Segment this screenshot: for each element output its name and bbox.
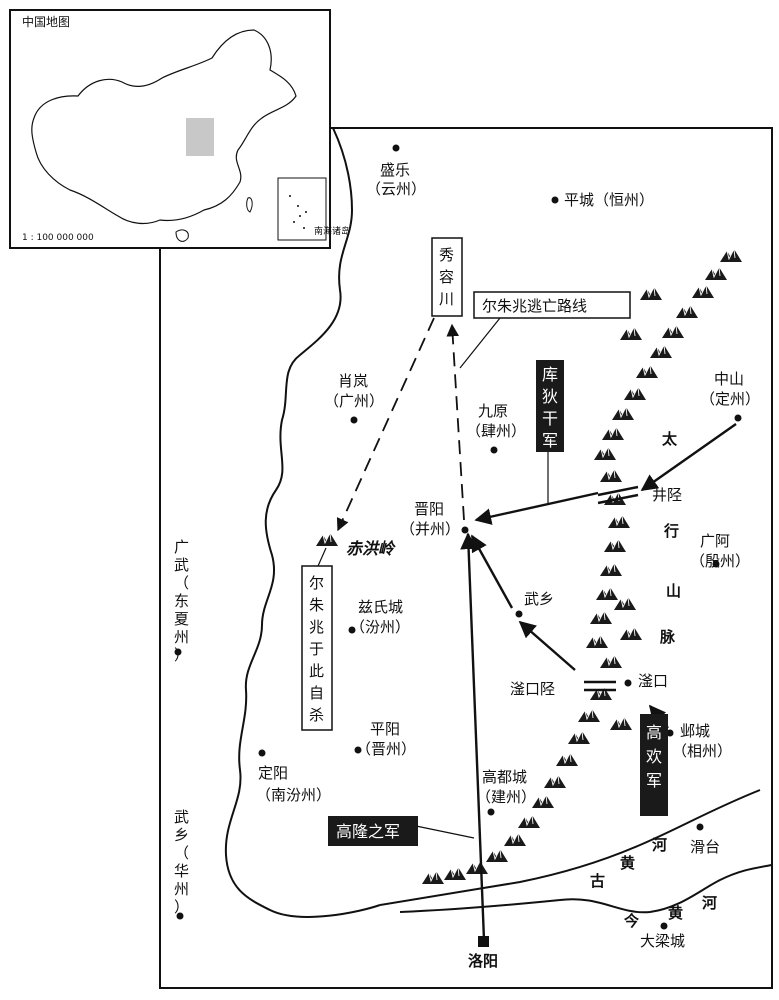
jingxing-pass-marks (597, 485, 639, 505)
dot-fukou (624, 679, 632, 687)
china-outline (31, 29, 297, 225)
label-xiulang: 肖岚 (338, 372, 368, 390)
dot-jiuyuan (490, 446, 498, 454)
label-yecheng-sub: （相州） (672, 742, 732, 760)
label-gaodoucheng: 高都城 (482, 768, 527, 786)
south-sea-dots (289, 195, 307, 229)
old-river-char-1: 河 (652, 836, 667, 854)
label-xiurongchuan: 秀容川 (439, 246, 454, 308)
hainan-island (175, 229, 189, 242)
dot-pingyang (354, 746, 362, 754)
label-dingyang-sub: （南汾州） (256, 786, 331, 804)
gaolong-army-box (328, 816, 418, 846)
city-dots (174, 144, 742, 930)
label-jiuyuan: 九原 (478, 402, 508, 420)
label-chihongling: 赤洪岭 (346, 539, 396, 558)
dot-dingyang (258, 749, 266, 757)
label-wuxiang: 武乡 (524, 590, 554, 608)
dot-shengle (392, 144, 400, 152)
old-river-char-2: 黄 (620, 854, 635, 872)
south-sea-inset (277, 177, 327, 241)
label-luoyang: 洛阳 (468, 952, 498, 970)
dot-guange (712, 560, 720, 568)
label-yecheng: 邺城 (680, 722, 710, 740)
old-yellow-river (379, 789, 761, 906)
china-inset: 中国地图 南海诸岛 1 : 100 000 000 (9, 9, 350, 249)
dot-zhongshan (734, 414, 742, 422)
dot-huatai (696, 823, 704, 831)
label-zhongshan-sub: （定州） (700, 390, 760, 408)
label-xiulang-sub: （广州） (324, 392, 384, 410)
dot-guangwu (174, 648, 182, 656)
label-fukou: 滏口 (638, 672, 668, 690)
label-guange: 广阿 (700, 532, 730, 550)
dot-pingcheng (551, 196, 559, 204)
kudigan-army-box (536, 360, 564, 452)
dot-daliangcheng (660, 922, 668, 930)
callout-leaders (317, 317, 549, 839)
label-pingyang-sub: （晋州） (356, 740, 416, 758)
main-map-frame (159, 127, 773, 989)
label-zishicheng-sub: （汾州） (350, 618, 410, 636)
label-gaolong: 高隆之军 (336, 822, 400, 841)
taihang-char-2: 行 (663, 522, 679, 540)
old-river-char-3: 古 (590, 872, 605, 890)
label-pingcheng: 平城（恒州） (564, 191, 654, 209)
suicide-box (301, 565, 333, 731)
inset-title: 中国地图 (22, 14, 70, 29)
label-shengle-sub: （云州） (366, 180, 426, 198)
western-river-boundary (224, 127, 381, 918)
dot-xiulang (350, 416, 358, 424)
label-shengle: 盛乐 (380, 161, 410, 179)
taihang-char-1: 太 (662, 430, 678, 448)
label-jinyang: 晋阳 (414, 500, 444, 518)
escape-route-callout (473, 291, 631, 319)
label-jinyang-sub: （并州） (400, 520, 460, 538)
label-daliangcheng: 大梁城 (640, 932, 685, 950)
label-guange-sub: （殷州） (690, 552, 750, 570)
taiwan-island (246, 197, 253, 213)
dot-wuxiang-hua (176, 912, 184, 920)
label-escape-route: 尔朱兆逃亡路线 (482, 297, 587, 315)
city-labels: 盛乐 （云州） 平城（恒州） 肖岚 （广州） 九原 （肆州） 中山 （定州） 晋… (256, 161, 760, 970)
label-gaodoucheng-sub: （建州） (476, 788, 536, 806)
label-dingyang: 定阳 (258, 764, 288, 782)
escape-route (336, 317, 465, 532)
dot-yecheng (666, 729, 674, 737)
label-fukou-pass: 滏口陉 (510, 680, 555, 698)
new-river-char-2: 黄 (668, 904, 683, 922)
label-guangwu: 广武（东夏州） (174, 538, 189, 664)
taihang-char-4: 脉 (659, 628, 676, 646)
south-sea-label: 南海诸岛 (314, 225, 350, 237)
dot-wuxiang (515, 610, 523, 618)
dot-jinyang (461, 526, 469, 534)
label-zishicheng: 兹氏城 (358, 598, 403, 616)
label-wuxiang-hua: 武乡（华州） (174, 808, 189, 916)
label-pingyang: 平阳 (370, 720, 400, 738)
region-highlight (186, 118, 214, 156)
label-zhongshan: 中山 (714, 370, 744, 388)
dot-zishicheng (348, 626, 356, 634)
dot-gaodoucheng (487, 808, 495, 816)
label-jiuyuan-sub: （肆州） (466, 422, 526, 440)
taihang-char-3: 山 (666, 582, 681, 600)
fukou-pass-marks (584, 680, 616, 692)
label-kudigan: 库狄干军 (542, 365, 558, 450)
label-suicide: 尔朱兆于此自杀 (309, 574, 324, 724)
label-gaohuan: 高欢军 (646, 723, 662, 790)
label-jingxing: 井陉 (652, 486, 682, 504)
new-river-char-1: 今 (623, 912, 639, 930)
inset-frame (9, 9, 331, 249)
xiurongchuan-box (431, 237, 463, 317)
gaohuan-army-box (640, 714, 668, 816)
label-huatai: 滑台 (690, 838, 720, 856)
inset-scale: 1 : 100 000 000 (22, 233, 94, 243)
new-river-char-3: 河 (702, 894, 717, 912)
luoyang-square (478, 936, 489, 947)
